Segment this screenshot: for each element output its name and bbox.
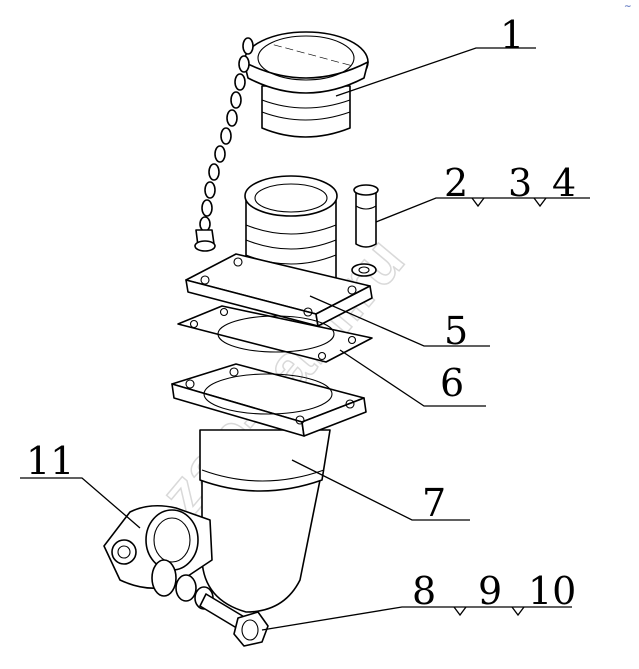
callout-9: 9	[478, 569, 502, 613]
callout-5: 5	[444, 309, 468, 353]
upper-flange-part	[185, 253, 373, 327]
corner-mark: ~	[624, 2, 632, 12]
side-flange-part	[103, 504, 213, 589]
callout-7: 7	[422, 481, 446, 525]
callout-1: 1	[500, 13, 524, 57]
chain-part	[194, 37, 254, 252]
callout-labels: 1 2 3 4 5 6 7 8 9 10 11	[26, 13, 576, 613]
lower-bolt-set	[151, 559, 269, 647]
gasket-part	[177, 305, 373, 363]
elbow-body-part	[171, 363, 367, 613]
callout-3: 3	[508, 161, 532, 205]
filler-cap-part: — — — — — — —	[243, 31, 369, 138]
callout-4: 4	[552, 161, 576, 205]
callout-2: 2	[444, 161, 468, 205]
callout-6: 6	[440, 361, 464, 405]
bolt-washer-set	[351, 184, 379, 277]
callout-10: 10	[528, 569, 576, 613]
callout-11: 11	[26, 439, 74, 483]
leader-lines	[20, 47, 590, 631]
callout-8: 8	[412, 569, 436, 613]
